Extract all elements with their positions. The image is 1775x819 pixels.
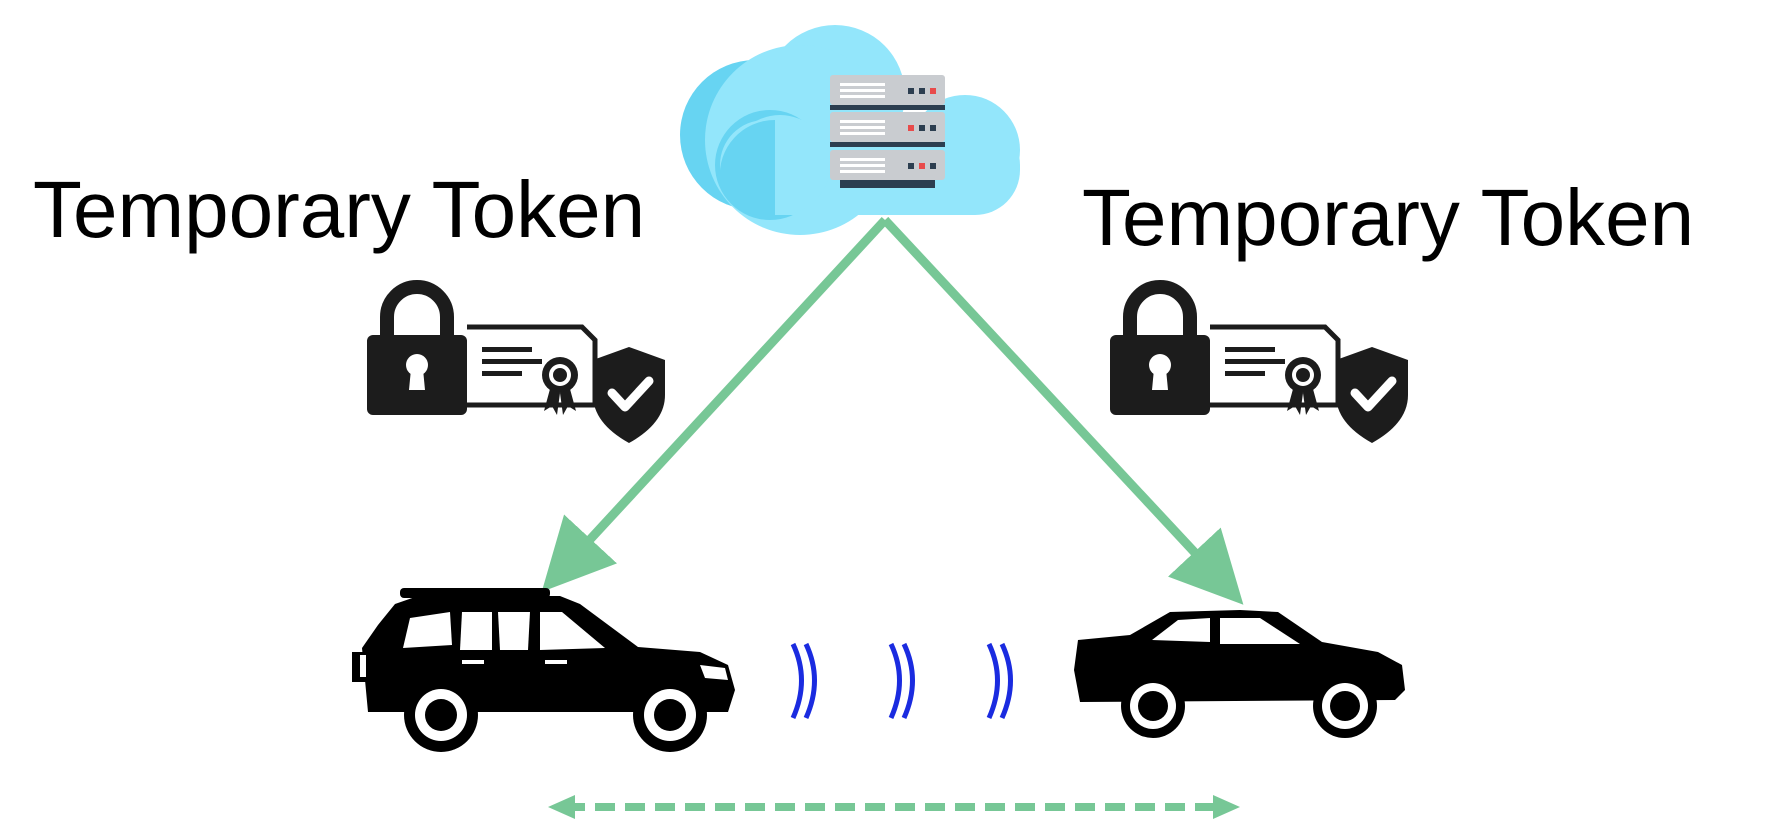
sedan-icon xyxy=(1074,610,1405,738)
v2v-dashed-arrow xyxy=(548,795,1240,819)
certificate-icon xyxy=(467,324,598,415)
padlock-icon xyxy=(1110,280,1210,415)
temporary-token-label-right: Temporary Token xyxy=(1082,173,1695,262)
temporary-token-label-left: Temporary Token xyxy=(33,165,646,254)
arrow-cloud-to-left-vehicle xyxy=(541,216,889,592)
wireless-signal-icon xyxy=(790,642,1013,720)
shield-check-icon xyxy=(593,347,665,443)
server-icon xyxy=(830,75,945,188)
shield-check-icon xyxy=(1336,347,1408,443)
padlock-icon xyxy=(367,280,467,415)
arrow-cloud-to-right-vehicle xyxy=(881,216,1244,605)
suv-icon xyxy=(352,588,735,752)
left-lock-certificate-shield-icon xyxy=(367,280,665,443)
cloud-server-icon xyxy=(680,25,1020,235)
certificate-icon xyxy=(1210,324,1341,415)
right-lock-certificate-shield-icon xyxy=(1110,280,1408,443)
